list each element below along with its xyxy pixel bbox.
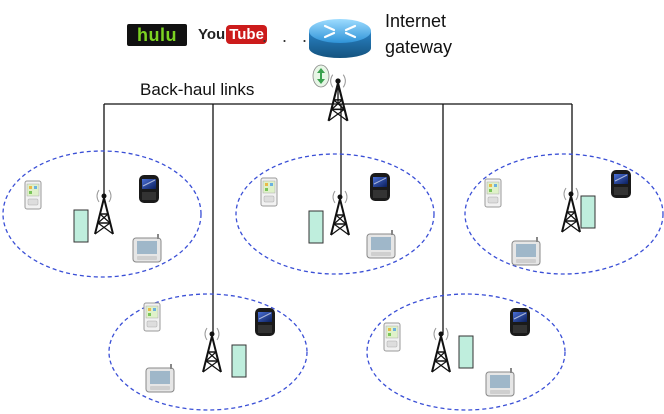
- handset-icon: [458, 335, 474, 369]
- internet-gateway-label: Internet gateway: [385, 8, 452, 60]
- cell-4-boundary: [108, 293, 308, 411]
- cell-boundaries: [2, 150, 664, 411]
- cell-tower-icon: [561, 187, 581, 233]
- pda-icon: [383, 322, 401, 352]
- blackberry-icon: [138, 174, 160, 204]
- cell-tower-icon: [431, 327, 451, 373]
- cell-1-boundary: [2, 150, 202, 278]
- tablet-icon: [485, 367, 515, 397]
- cell-5-boundary: [366, 293, 566, 411]
- pda-icon: [260, 177, 278, 207]
- blackberry-icon: [610, 169, 632, 199]
- youtube-logo-tube: Tube: [226, 25, 267, 44]
- handset-icon: [231, 344, 247, 378]
- cell-5: [383, 307, 531, 397]
- uplink-arrow-icon: [312, 64, 330, 88]
- cell-2-boundary: [235, 153, 435, 275]
- tablet-icon: [511, 236, 541, 266]
- ellipsis: . . .: [262, 26, 313, 46]
- gateway-label-line1: Internet: [385, 11, 447, 31]
- pda-icon: [484, 178, 502, 208]
- handset-icon: [308, 210, 324, 244]
- tablet-icon: [132, 233, 162, 263]
- pda-icon: [143, 302, 161, 332]
- handset-icon: [580, 195, 596, 229]
- cell-3: [484, 169, 632, 266]
- tablet-icon: [145, 363, 175, 393]
- backhaul-links: [103, 88, 573, 335]
- router-icon: [309, 19, 371, 58]
- backhaul-links-label: Back-haul links: [140, 80, 255, 99]
- pda-icon: [24, 180, 42, 210]
- cell-3-boundary: [464, 153, 664, 275]
- blackberry-icon: [254, 307, 276, 337]
- blackberry-icon: [369, 172, 391, 202]
- cell-1: [24, 174, 162, 263]
- cell-tower-icon: [330, 190, 350, 236]
- hulu-logo: hulu: [127, 24, 187, 46]
- cell-4: [143, 302, 276, 393]
- youtube-logo-you: You: [198, 26, 226, 43]
- cell-tower-icon: [94, 189, 114, 235]
- handset-icon: [73, 209, 89, 243]
- cell-2: [260, 172, 396, 259]
- cell-tower-icon: [202, 327, 222, 373]
- tablet-icon: [366, 229, 396, 259]
- gateway-label-line2: gateway: [385, 37, 453, 57]
- blackberry-icon: [509, 307, 531, 337]
